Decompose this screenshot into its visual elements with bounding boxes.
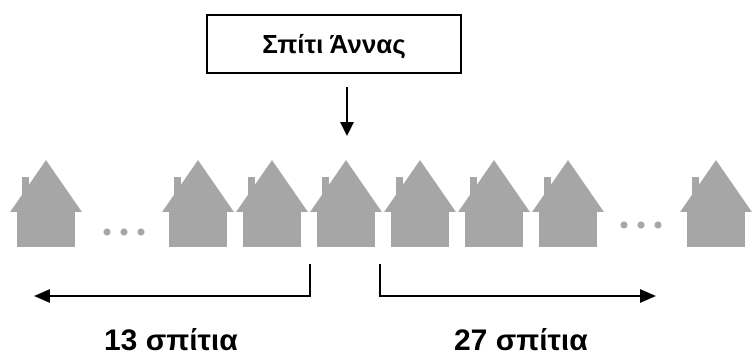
ellipsis-left	[103, 228, 145, 236]
right-count-arrow	[379, 264, 642, 297]
house	[236, 160, 308, 247]
anna-house-label: Σπίτι Άννας	[206, 14, 462, 74]
house	[10, 160, 82, 247]
right-arrowhead	[640, 289, 656, 303]
anna-house	[310, 160, 382, 247]
left-count-arrow	[48, 264, 311, 297]
house	[680, 160, 752, 247]
house	[458, 160, 530, 247]
house	[532, 160, 604, 247]
left-arrowhead	[34, 289, 50, 303]
house	[384, 160, 456, 247]
ellipsis-right	[620, 221, 662, 229]
right-house-count: 27 σπίτια	[454, 324, 588, 357]
left-house-count: 13 σπίτια	[104, 324, 238, 357]
house	[162, 160, 234, 247]
anna-house-label-text: Σπίτι Άννας	[262, 28, 406, 59]
pointer-arrow	[340, 87, 354, 136]
